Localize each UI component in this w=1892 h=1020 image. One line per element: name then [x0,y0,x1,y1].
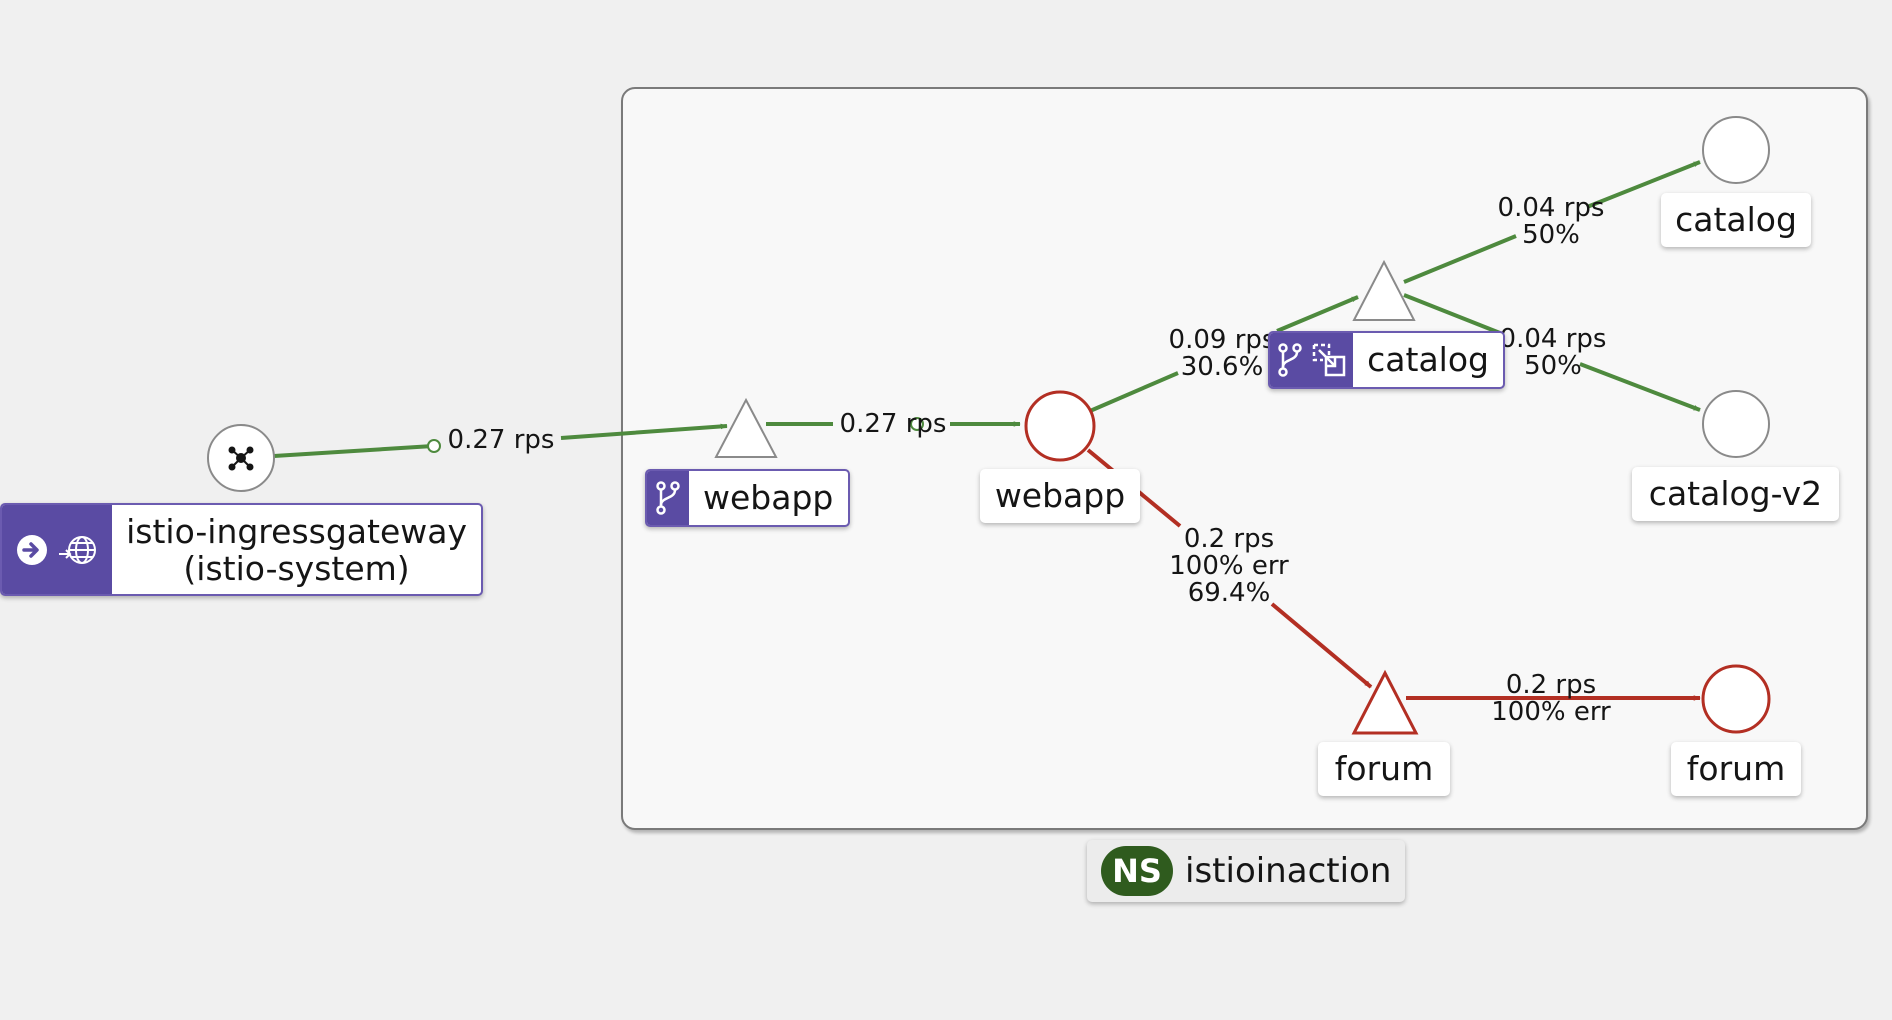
catalog-workload-label[interactable]: catalog [1661,193,1811,247]
forum-workload-label[interactable]: forum [1671,742,1801,796]
virtual-service-icon [1312,343,1345,377]
webapp-service-node[interactable] [714,397,778,458]
ingress-label-line1: istio-ingressgateway [126,511,467,551]
edge-label-err: 100% err [1169,551,1289,581]
catalog-workload-node[interactable] [1702,116,1770,184]
ingress-gateway-node[interactable] [207,424,275,492]
catalog-v2-workload-label[interactable]: catalog-v2 [1632,467,1839,521]
forum-service-label[interactable]: forum [1318,742,1450,796]
namespace-label[interactable]: NS istioinaction [1087,840,1406,902]
edge-catalog-to-v1[interactable]: 0.04 rps 50% [1403,162,1700,284]
catalog-v2-workload-node[interactable] [1702,390,1770,458]
edge-label-rps: 0.04 rps [1498,193,1605,223]
namespace-box[interactable] [621,87,1868,830]
forum-service-label-text: forum [1334,749,1434,788]
branch-icon [656,481,680,515]
edge-label-share: 50% [1522,220,1580,250]
edge-label-rps: 0.27 rps [448,425,555,455]
webapp-service-label[interactable]: webapp [645,469,850,527]
edge-label-err: 100% err [1491,697,1611,727]
catalog-v2-workload-label-text: catalog-v2 [1648,474,1823,513]
webapp-service-label-text: webapp [703,478,834,517]
ingress-label-line2: (istio-system) [183,548,410,588]
catalog-workload-label-text: catalog [1675,200,1797,239]
globe-icon [59,535,97,564]
webapp-workload-node[interactable] [1024,390,1096,462]
namespace-badge: NS [1101,846,1173,896]
webapp-workload-label[interactable]: webapp [980,469,1140,523]
edge-label-rps: 0.27 rps [840,409,947,439]
webapp-workload-label-text: webapp [994,476,1126,515]
edge-label-rps: 0.2 rps [1184,524,1274,554]
ingress-arrow-icon [17,534,48,565]
edge-label-share: 69.4% [1188,578,1271,608]
namespace-name: istioinaction [1185,851,1392,891]
branch-icon [1277,343,1302,377]
edge-label-share: 30.6% [1181,352,1264,382]
forum-workload-label-text: forum [1686,749,1786,788]
forum-service-node[interactable] [1351,669,1419,735]
catalog-service-label[interactable]: catalog [1268,331,1505,389]
catalog-service-node[interactable] [1352,259,1416,321]
gateway-icon [228,446,254,471]
edge-catalog-to-v2[interactable]: 0.04 rps 50% [1403,293,1700,410]
edge-webapp-svc-to-workload[interactable]: 0.27 rps [766,409,1020,439]
edge-forum-svc-to-workload[interactable]: 0.2 rps 100% err [1406,670,1701,727]
catalog-service-label-text: catalog [1367,340,1489,379]
edge-label-rps: 0.04 rps [1500,324,1607,354]
edge-label-rps: 0.09 rps [1169,325,1276,355]
edge-webapp-to-catalog[interactable]: 0.09 rps 30.6% [1089,297,1358,413]
edge-label-rps: 0.2 rps [1506,670,1596,700]
forum-workload-node[interactable] [1701,664,1771,734]
ingress-gateway-label[interactable]: istio-ingressgateway (istio-system) [0,503,483,596]
edge-ingress-to-webapp[interactable]: 0.27 rps [273,425,727,458]
edge-label-share: 50% [1524,351,1582,381]
